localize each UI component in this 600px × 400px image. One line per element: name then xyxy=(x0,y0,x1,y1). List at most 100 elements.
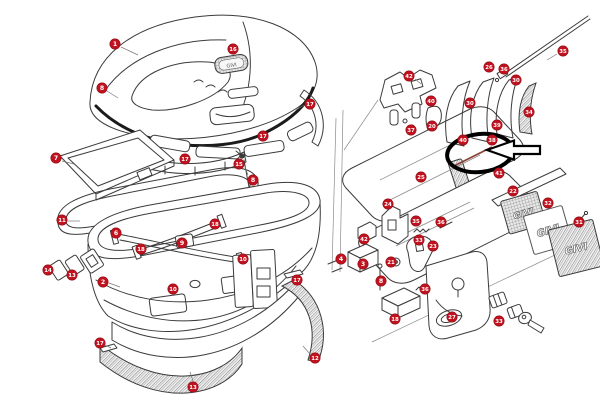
svg-text:17: 17 xyxy=(259,134,267,140)
svg-text:8: 8 xyxy=(100,85,104,92)
callout-13: 13 xyxy=(66,269,78,281)
trim-strips xyxy=(149,121,314,160)
document-tray xyxy=(59,129,175,201)
svg-text:40: 40 xyxy=(459,138,467,144)
svg-text:25: 25 xyxy=(417,175,425,181)
svg-text:15: 15 xyxy=(235,162,243,168)
svg-text:14: 14 xyxy=(44,268,52,274)
callout-33: 33 xyxy=(413,234,425,246)
callout-2: 2 xyxy=(97,276,109,288)
svg-text:16: 16 xyxy=(229,47,237,53)
callout-17: 17 xyxy=(94,337,106,349)
callout-36: 36 xyxy=(419,283,431,295)
lock-assembly xyxy=(415,251,545,340)
givi-plate-stack: GIVI GIVI GIVI xyxy=(491,167,600,277)
svg-text:13: 13 xyxy=(68,273,76,279)
callout-7: 7 xyxy=(50,152,62,164)
badge-text: GIVI xyxy=(226,62,237,70)
callout-41: 41 xyxy=(493,167,505,179)
callout-39: 39 xyxy=(491,119,503,131)
callout-8: 8 xyxy=(247,174,259,186)
svg-text:4: 4 xyxy=(339,256,344,263)
callout-30: 30 xyxy=(510,74,522,86)
callout-33: 33 xyxy=(493,315,505,327)
callout-6: 6 xyxy=(110,227,122,239)
clip-left xyxy=(99,343,118,353)
callout-40: 40 xyxy=(457,134,469,146)
svg-text:42: 42 xyxy=(360,237,368,243)
callout-4: 4 xyxy=(335,253,347,265)
callout-12: 12 xyxy=(309,352,321,364)
svg-text:10: 10 xyxy=(239,257,247,263)
callout-20: 20 xyxy=(426,120,438,132)
callout-16: 16 xyxy=(227,43,239,55)
callout-18: 18 xyxy=(389,313,401,325)
callout-40: 40 xyxy=(425,95,437,107)
callout-18: 18 xyxy=(135,243,147,255)
svg-text:36: 36 xyxy=(437,220,445,226)
svg-text:9: 9 xyxy=(180,240,184,247)
callout-35: 35 xyxy=(557,45,569,57)
long-rod xyxy=(494,15,591,83)
svg-text:36: 36 xyxy=(421,287,429,293)
svg-text:7: 7 xyxy=(54,155,58,162)
callout-17: 17 xyxy=(304,98,316,110)
svg-text:26: 26 xyxy=(485,65,493,71)
callout-22: 22 xyxy=(507,185,519,197)
svg-text:35: 35 xyxy=(412,219,420,225)
svg-text:33: 33 xyxy=(415,238,423,244)
callout-42: 42 xyxy=(403,70,415,82)
svg-text:1: 1 xyxy=(113,41,117,48)
svg-text:11: 11 xyxy=(58,218,66,224)
svg-text:35: 35 xyxy=(559,49,567,55)
svg-text:38: 38 xyxy=(488,138,496,144)
callout-13: 13 xyxy=(187,381,199,393)
callout-9: 9 xyxy=(176,237,188,249)
callout-24: 24 xyxy=(382,198,394,210)
svg-text:8: 8 xyxy=(251,177,255,184)
callout-38: 38 xyxy=(486,134,498,146)
svg-text:36: 36 xyxy=(500,67,508,73)
callout-37: 37 xyxy=(405,124,417,136)
svg-text:30: 30 xyxy=(512,78,520,84)
callout-15: 15 xyxy=(233,158,245,170)
svg-text:6: 6 xyxy=(114,230,118,237)
callout-30: 30 xyxy=(464,97,476,109)
svg-text:30: 30 xyxy=(466,101,474,107)
callout-17: 17 xyxy=(291,274,303,286)
callout-8: 8 xyxy=(96,82,108,94)
callout-27: 27 xyxy=(446,311,458,323)
svg-text:32: 32 xyxy=(544,201,552,207)
base-shell xyxy=(87,181,321,358)
highlight-arrow xyxy=(483,138,542,162)
mounting-plate-assembly: GIVI GIVI GIVI xyxy=(327,15,600,343)
callout-34: 34 xyxy=(523,106,535,118)
svg-text:12: 12 xyxy=(311,356,319,362)
callout-18: 18 xyxy=(209,218,221,230)
reflector-bottom xyxy=(99,342,243,394)
callout-8: 8 xyxy=(375,275,387,287)
svg-text:20: 20 xyxy=(428,124,436,130)
callout-10: 10 xyxy=(167,283,179,295)
svg-text:3: 3 xyxy=(361,261,365,268)
callout-14: 14 xyxy=(42,264,54,276)
latch-cluster xyxy=(381,205,453,272)
callout-31: 31 xyxy=(573,216,585,228)
callout-11: 11 xyxy=(56,214,68,226)
svg-text:17: 17 xyxy=(96,341,104,347)
hinge-shims xyxy=(48,248,104,281)
svg-text:40: 40 xyxy=(427,99,435,105)
svg-text:24: 24 xyxy=(384,202,392,208)
callout-10: 10 xyxy=(237,253,249,265)
callout-3: 3 xyxy=(357,258,369,270)
svg-text:33: 33 xyxy=(495,319,503,325)
svg-text:39: 39 xyxy=(493,123,501,129)
svg-text:31: 31 xyxy=(575,220,583,226)
svg-text:18: 18 xyxy=(391,317,399,323)
callout-42: 42 xyxy=(358,233,370,245)
svg-text:17: 17 xyxy=(306,102,314,108)
clip-right xyxy=(283,269,304,279)
svg-text:17: 17 xyxy=(181,157,189,163)
